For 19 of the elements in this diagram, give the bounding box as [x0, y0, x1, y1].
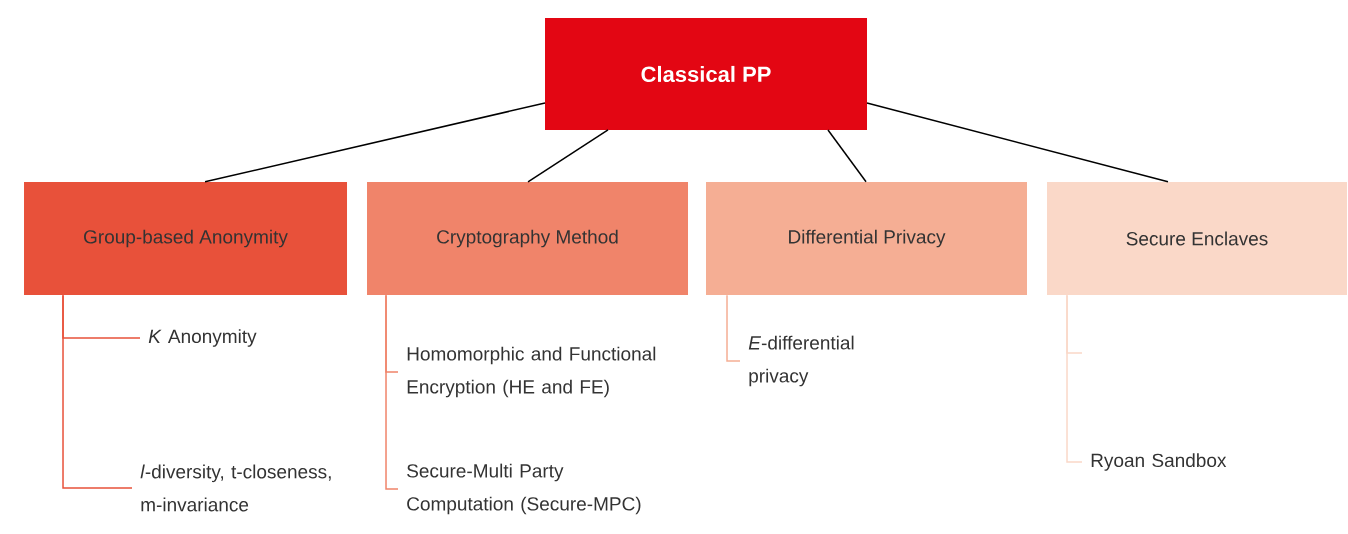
- category-box: Classical PP: [545, 18, 867, 130]
- connector-line: [827, 129, 867, 183]
- leaf-label: K Anonymity: [148, 329, 257, 347]
- category-box: Secure Enclaves: [1047, 182, 1347, 295]
- category-box: Cryptography Method: [367, 182, 688, 295]
- leaf-label: Secure-Multi Party Computation (Secure-MPC): [407, 463, 641, 515]
- connector-line: [866, 102, 1169, 183]
- category-box: Group-based Anonymity: [24, 182, 347, 295]
- leaf-label: l-diversity, t-closeness, m-invariance: [140, 464, 331, 512]
- connector-line: [527, 129, 609, 183]
- connector-line: [385, 294, 399, 490]
- connector-line: [62, 294, 133, 489]
- connector-line: [1066, 294, 1083, 463]
- leaf-label: E-differential privacy: [748, 335, 854, 387]
- connector-line: [726, 294, 741, 362]
- category-box: Differential Privacy: [706, 182, 1027, 295]
- leaf-label: Ryoan Sandbox: [1091, 453, 1227, 471]
- connector-line: [204, 102, 546, 183]
- leaf-label: Homomorphic and Functional Encryption (HE and FE): [407, 346, 656, 398]
